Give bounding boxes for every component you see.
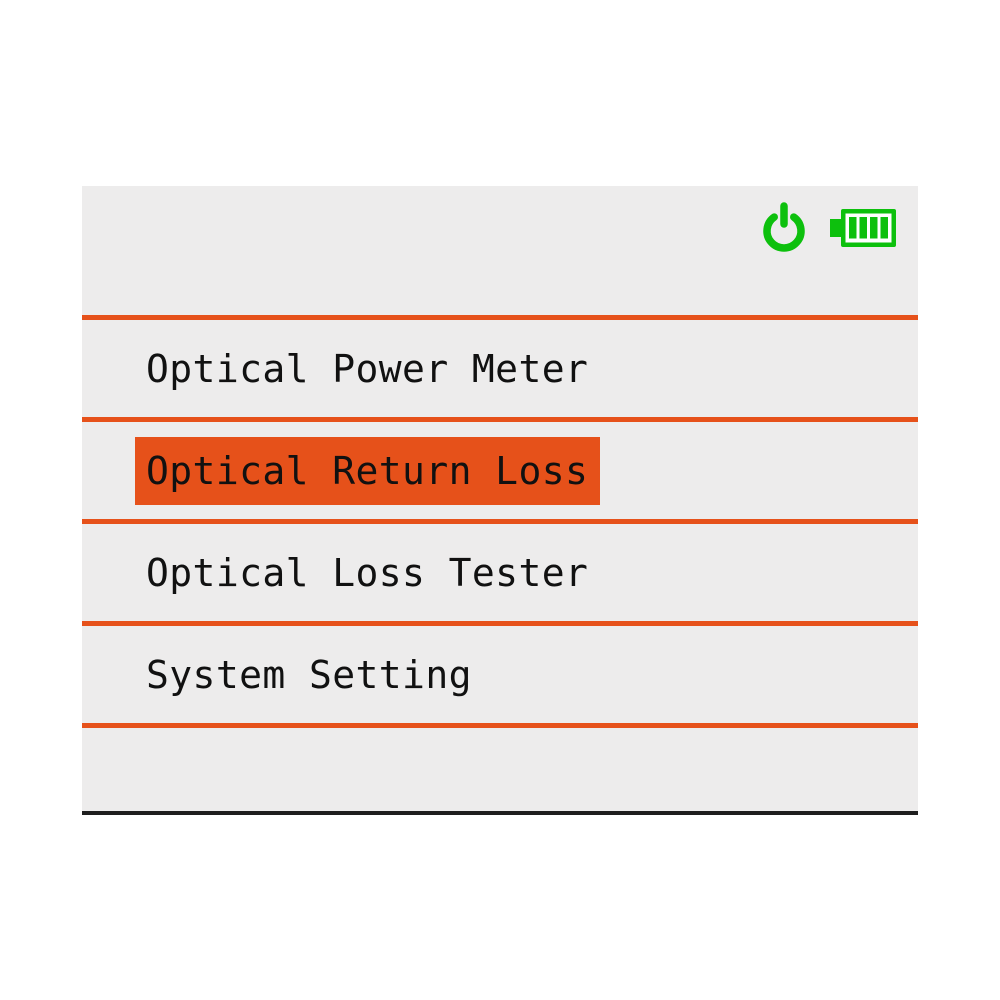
- battery-icon: [830, 202, 896, 247]
- menu-empty-row: [82, 723, 918, 811]
- menu-item-optical-power-meter[interactable]: Optical Power Meter: [82, 315, 918, 417]
- main-menu: Optical Power Meter Optical Return Loss …: [82, 315, 918, 811]
- menu-item-label: Optical Return Loss: [135, 436, 601, 505]
- menu-item-label: Optical Loss Tester: [146, 550, 589, 595]
- menu-item-system-setting[interactable]: System Setting: [82, 621, 918, 723]
- status-bar: [82, 186, 918, 315]
- menu-item-label: System Setting: [146, 652, 472, 697]
- menu-item-optical-loss-tester[interactable]: Optical Loss Tester: [82, 519, 918, 621]
- device-screen: Optical Power Meter Optical Return Loss …: [82, 186, 918, 815]
- power-icon: [762, 202, 806, 254]
- menu-item-label: Optical Power Meter: [146, 346, 589, 391]
- menu-item-optical-return-loss[interactable]: Optical Return Loss: [82, 417, 918, 519]
